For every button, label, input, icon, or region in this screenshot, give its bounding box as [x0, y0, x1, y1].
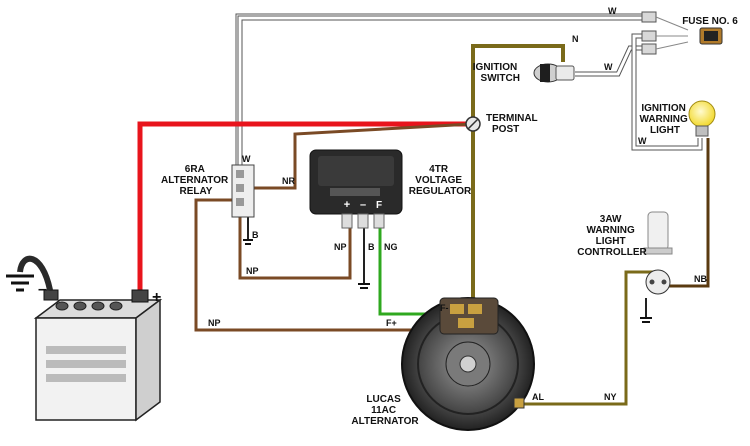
wire-nb [668, 138, 710, 288]
relay-label: 6RA ALTERNATOR RELAY [161, 164, 231, 197]
regulator-label: 4TR VOLTAGE REGULATOR [409, 164, 472, 197]
wire-label-ng: NG [384, 242, 398, 252]
battery-ground [6, 255, 53, 292]
ignition-switch-label: IGNITION SWITCH [473, 62, 520, 84]
wire-label-np-main: NP [208, 318, 221, 328]
wire-red [137, 121, 470, 298]
wire-label-f-plus: F+ [386, 318, 397, 328]
wire-label-np-regulator: NP [334, 242, 347, 252]
regulator-f-symbol: F [376, 200, 382, 211]
wire-np-main [194, 198, 468, 332]
wire-w-top [235, 13, 642, 170]
voltage-regulator: + – F 4TR VOLTAGE REGULATOR [309, 149, 472, 229]
ground-symbol-regulator [358, 283, 370, 289]
relay-terminal-label: W [242, 154, 251, 164]
terminal-post-label: TERMINAL POST [486, 113, 540, 135]
fuse-label: FUSE NO. 6 [682, 16, 738, 27]
alternator: LUCAS 11AC ALTERNATOR [351, 297, 535, 431]
ground-symbol-controller [640, 317, 652, 323]
wire-label-nr: NR [282, 176, 295, 186]
warning-light-bulb: IGNITION WARNING LIGHT [639, 100, 716, 137]
battery-positive-symbol: + [152, 289, 161, 306]
wire-label-n: N [572, 34, 579, 44]
wire-label-ny: NY [604, 392, 617, 402]
alternator-relay: W 6RA ALTERNATOR RELAY [161, 154, 255, 218]
warning-light-controller: 3AW WARNING LIGHT CONTROLLER [577, 211, 673, 295]
wire-ny [520, 270, 654, 406]
fuse-block: FUSE NO. 6 [641, 11, 738, 55]
wire-label-nb: NB [694, 274, 707, 284]
wire-label-b-relay: B [252, 230, 259, 240]
wire-n [471, 44, 565, 120]
wire-label-f-minus: F- [440, 303, 449, 313]
wire-np-relay [238, 210, 352, 280]
ignition-switch: IGNITION SWITCH [473, 62, 575, 84]
ground-symbol-relay [243, 239, 253, 245]
battery: + – [33, 281, 163, 422]
wire-label-np-relay: NP [246, 266, 259, 276]
regulator-minus-symbol: – [360, 199, 366, 211]
wire-label-w-light: W [638, 136, 647, 146]
wire-nr [252, 122, 473, 190]
regulator-plus-symbol: + [344, 199, 350, 211]
terminal-post: TERMINAL POST [465, 113, 540, 135]
wire-w-light [631, 33, 703, 151]
wire-label-w-switch: W [604, 62, 613, 72]
warning-light-label: IGNITION WARNING LIGHT [639, 103, 690, 136]
controller-label: 3AW WARNING LIGHT CONTROLLER [577, 214, 647, 258]
wire-label-w-top: W [608, 6, 617, 16]
battery-negative-symbol: – [38, 281, 47, 298]
alternator-label: LUCAS 11AC ALTERNATOR [351, 394, 419, 427]
wire-label-b-regulator: B [368, 242, 375, 252]
wire-label-al: AL [532, 392, 544, 402]
